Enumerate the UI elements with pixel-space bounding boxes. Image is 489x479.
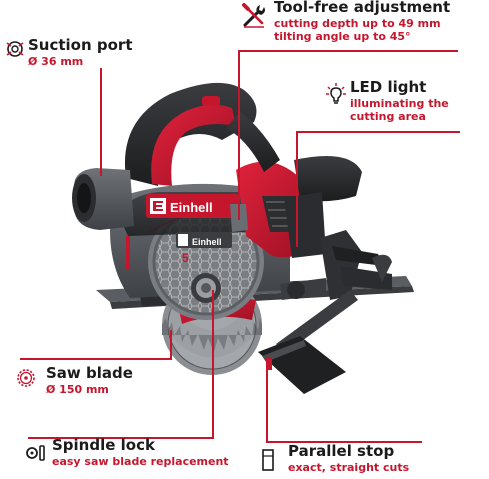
led-light-detail-2: cutting area: [350, 109, 426, 123]
led-bulb-icon: [326, 83, 346, 104]
saw-blade-icon: [17, 369, 35, 387]
spindle: [191, 273, 221, 303]
suction-port-title: Suction port: [28, 36, 133, 54]
led-light-detail-1: illuminating the: [350, 96, 449, 110]
parallel-stop-icon: [262, 449, 274, 471]
brand-logo-small: Einhell: [192, 237, 222, 247]
callout-tool-free-adjustment: Tool-free adjustment cutting depth up to…: [274, 0, 450, 44]
parallel-stop-title: Parallel stop: [288, 442, 395, 460]
leader-spindle-vertical: [212, 290, 214, 439]
callout-parallel-stop: Parallel stop exact, straight cuts: [288, 442, 410, 475]
leader-led-vertical: [296, 131, 298, 247]
bevel-adjustment: [280, 230, 392, 300]
callout-saw-blade: Saw blade Ø 150 mm: [46, 364, 133, 397]
parallel-stop: [258, 290, 358, 394]
wrench-screwdriver-icon: [242, 3, 265, 28]
callout-led-light: LED light illuminating the cutting area: [350, 78, 449, 124]
suction-port-detail: Ø 36 mm: [28, 54, 84, 68]
spindle-lock-icon: [26, 445, 45, 461]
suction-port: [72, 168, 134, 230]
battery-mount: [284, 156, 362, 258]
leader-saw-blade-vertical: [170, 330, 172, 360]
accent-strip: [126, 236, 130, 270]
leader-saw-blade-horizontal: [20, 358, 170, 360]
leader-parallel-horizontal: [266, 441, 422, 443]
parallel-stop-detail: exact, straight cuts: [288, 460, 410, 474]
leader-tool-free-vertical: [238, 50, 240, 220]
saw-blade-title: Saw blade: [46, 364, 133, 382]
tool-free-detail-1: cutting depth up to 49 mm: [274, 16, 441, 30]
leader-parallel-vertical: [266, 368, 268, 443]
callout-spindle-lock: Spindle lock easy saw blade replacement: [52, 436, 229, 469]
leader-tool-free-horizontal: [238, 50, 458, 52]
brand-logo: Einhell: [170, 200, 213, 215]
tool-free-title: Tool-free adjustment: [274, 0, 451, 16]
svg-text:5: 5: [182, 251, 189, 265]
spindle-lock-detail: easy saw blade replacement: [52, 454, 229, 468]
spindle-lock-title: Spindle lock: [52, 436, 155, 454]
tool-free-detail-2: tilting angle up to 45°: [274, 29, 411, 43]
callout-suction-port: Suction port Ø 36 mm: [28, 36, 133, 69]
leader-led-horizontal: [296, 131, 460, 133]
suction-port-icon: [6, 41, 24, 57]
leader-spindle-horizontal: [28, 437, 214, 439]
led-light-title: LED light: [350, 78, 427, 96]
leader-suction-vertical: [100, 68, 102, 176]
saw-blade-detail: Ø 150 mm: [46, 382, 109, 396]
